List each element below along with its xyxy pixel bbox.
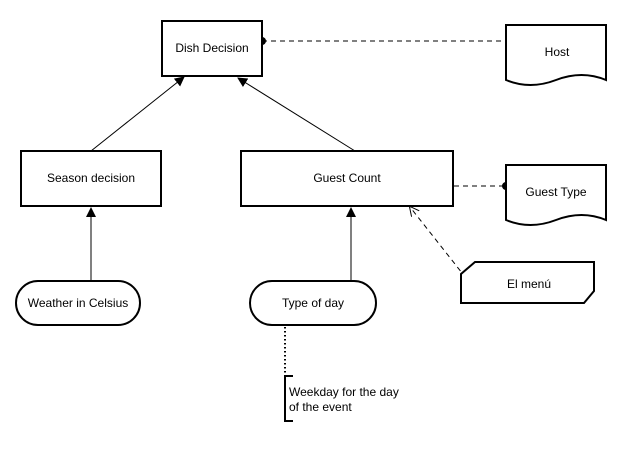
node-type-of-day-label: Type of day — [282, 296, 344, 310]
edge-season-to-dish — [90, 76, 185, 152]
node-dish-decision[interactable]: Dish Decision — [161, 20, 263, 77]
node-guest-count-label: Guest Count — [313, 171, 381, 185]
node-host[interactable]: Host — [505, 24, 607, 86]
annotation-weekday: Weekday for the day of the event — [284, 375, 399, 422]
node-weather-label: Weather in Celsius — [28, 296, 129, 310]
node-guest-type-label: Guest Type — [525, 185, 586, 199]
node-host-label: Host — [545, 45, 570, 59]
node-menu-label: El menú — [507, 277, 551, 291]
edge-menu-to-guestcount — [410, 207, 467, 279]
node-season-decision[interactable]: Season decision — [20, 150, 162, 207]
node-type-of-day[interactable]: Type of day — [249, 280, 377, 326]
annotation-line-1: Weekday for the day — [289, 385, 399, 399]
edge-guestcount-to-dish — [237, 77, 356, 152]
node-guest-count[interactable]: Guest Count — [240, 150, 454, 207]
node-season-decision-label: Season decision — [47, 171, 135, 185]
node-menu[interactable]: El menú — [460, 261, 595, 304]
annotation-line-2: of the event — [289, 400, 352, 414]
node-dish-decision-label: Dish Decision — [175, 41, 248, 55]
node-weather[interactable]: Weather in Celsius — [15, 280, 141, 326]
node-guest-type[interactable]: Guest Type — [505, 164, 607, 226]
